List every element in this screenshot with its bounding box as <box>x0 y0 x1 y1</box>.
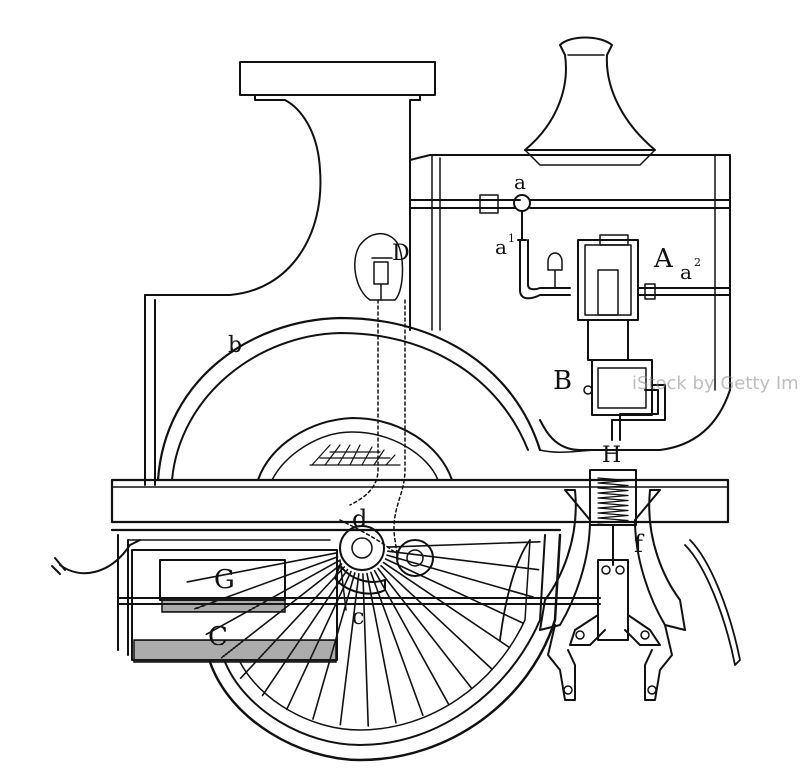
spoke <box>366 572 397 724</box>
watermark: iStock by Getty Images <box>632 373 800 394</box>
splasher-b <box>156 316 601 482</box>
front-hose <box>51 534 331 656</box>
label-G: G <box>214 565 235 595</box>
spring <box>597 477 629 524</box>
spoke <box>339 573 360 726</box>
label-f: f <box>634 530 645 558</box>
spoke <box>370 571 424 717</box>
spoke <box>380 564 493 671</box>
label-c: c <box>352 605 364 630</box>
label-b: b <box>228 333 242 358</box>
spoke <box>387 550 540 571</box>
spoke <box>261 568 349 697</box>
label-a: a <box>514 170 526 194</box>
rear-cylinder-H <box>589 469 637 566</box>
label-d: d <box>352 505 367 533</box>
label-a2-sup: 2 <box>694 256 701 269</box>
spring-coil <box>597 477 629 524</box>
label-a1-sup: 1 <box>508 232 515 245</box>
spoke <box>382 561 511 649</box>
labels: a a 1 A a 2 B D H b d c f G C <box>208 170 701 652</box>
label-H: H <box>602 443 621 468</box>
dome <box>524 36 656 166</box>
label-a1: a <box>495 235 507 259</box>
cab-roof <box>239 61 436 96</box>
spoke <box>362 573 370 727</box>
spoke <box>186 552 338 583</box>
valve-a <box>513 194 531 212</box>
label-a2: a <box>680 260 692 284</box>
cab <box>144 61 436 486</box>
wheel-hub <box>339 525 385 571</box>
spoke <box>373 569 450 705</box>
spoke <box>377 567 473 690</box>
main-frame <box>110 478 730 532</box>
label-A: A <box>653 244 674 274</box>
label-B: B <box>553 366 572 396</box>
label-C: C <box>208 622 228 652</box>
spoke <box>387 540 541 548</box>
pump-B <box>583 319 666 441</box>
steam-pipe <box>409 194 731 300</box>
reservoir-G <box>159 559 286 613</box>
label-D: D <box>392 241 410 266</box>
fitting-D <box>354 233 404 301</box>
brake-rigging-f <box>499 489 741 701</box>
spoke <box>384 558 525 625</box>
pump-A <box>547 234 731 321</box>
reservoir-C <box>131 549 338 663</box>
driving-wheel <box>186 525 562 762</box>
upper-wheel-spokes <box>309 444 401 466</box>
boiler <box>409 154 731 451</box>
